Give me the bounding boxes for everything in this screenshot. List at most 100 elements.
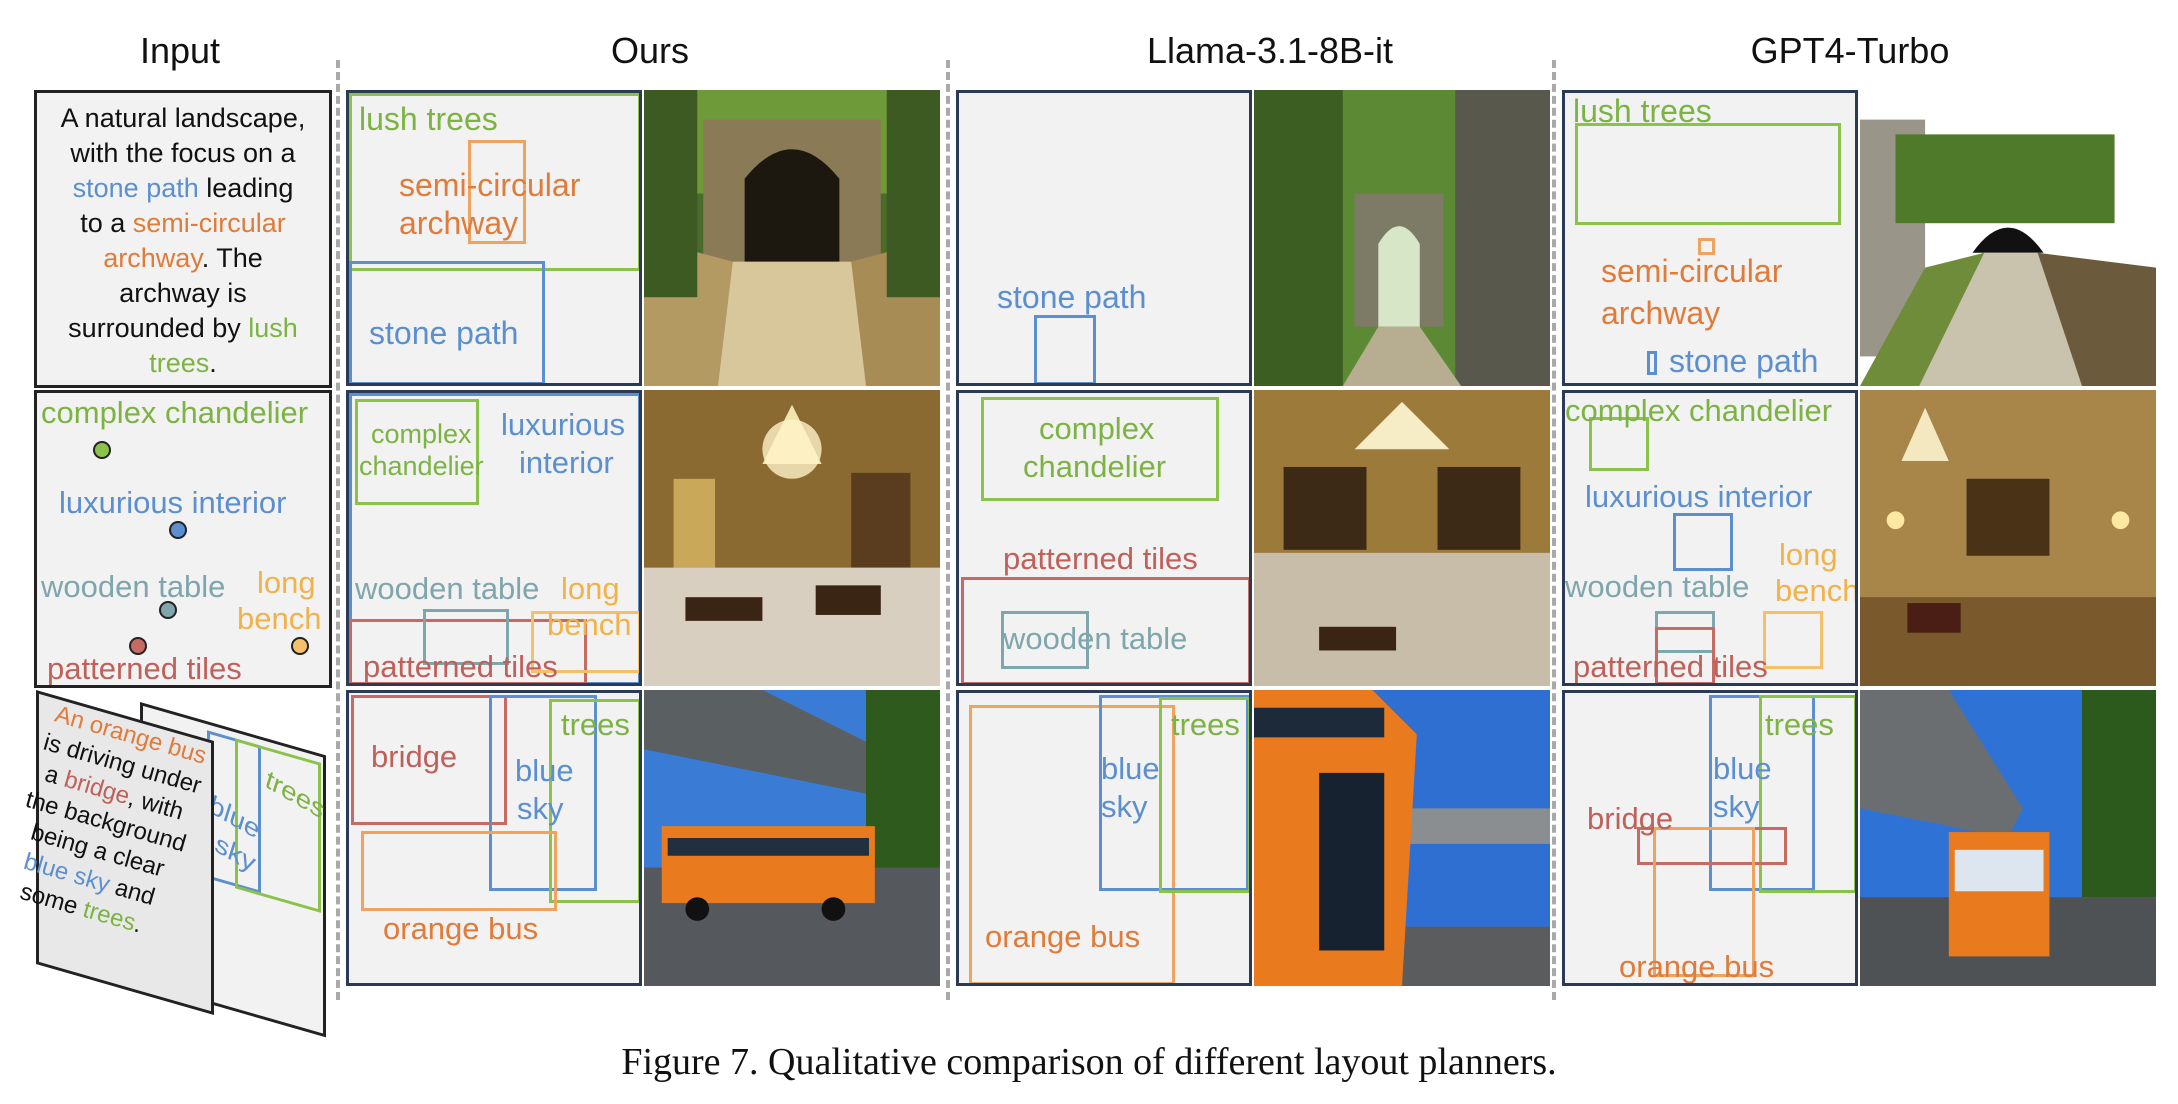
header-ours: Ours	[610, 30, 689, 71]
point-chandelier	[93, 441, 111, 459]
label-long: long	[561, 571, 620, 606]
separator	[1552, 60, 1556, 1000]
generated-image-archway	[1254, 90, 1550, 386]
generated-image-interior	[1254, 390, 1550, 686]
bbox-lush-trees	[1575, 123, 1841, 225]
label-trees: trees	[1765, 707, 1834, 742]
point-interior	[169, 521, 187, 539]
label-wooden-table: wooden table	[1565, 569, 1750, 604]
bbox-tiles	[349, 619, 587, 683]
bbox-tiles	[1655, 627, 1715, 683]
bbox-bridge	[351, 695, 507, 825]
bbox-archway	[1698, 238, 1715, 255]
label-complex-chandelier: complex chandelier	[1565, 393, 1833, 428]
bbox-table	[1001, 611, 1089, 669]
bbox-tiles	[961, 577, 1249, 683]
label-stone-path: stone path	[1669, 343, 1819, 379]
bbox-stone-path	[1034, 315, 1096, 383]
layout-gpt-interior: complex chandelier luxurious interior wo…	[1562, 390, 1858, 686]
label-chandelier: chandelier	[359, 451, 484, 481]
label-sky: sky	[517, 791, 564, 826]
generated-image-bus	[1254, 690, 1550, 986]
bbox-bench	[531, 611, 639, 673]
layout-gpt-landscape: lush trees semi-circular archway stone p…	[1562, 90, 1858, 386]
bbox-table	[423, 609, 509, 665]
generated-image-bus	[1860, 690, 2156, 986]
bbox-interior	[1673, 513, 1733, 571]
label-wooden-table: wooden table	[41, 569, 226, 604]
label-interior: interior	[519, 445, 614, 480]
bbox-blue-sky	[489, 695, 597, 891]
bbox-chandelier	[355, 399, 479, 505]
label-bridge: bridge	[371, 739, 458, 774]
layout-llama-bus: blue sky trees orange bus	[956, 690, 1252, 986]
generated-image-interior	[1860, 390, 2156, 686]
label-archway: archway	[1601, 295, 1721, 331]
label-archway: archway	[399, 205, 519, 241]
label-orange-bus: orange bus	[383, 911, 539, 946]
point-table	[159, 601, 177, 619]
label-chandelier: chandelier	[1023, 449, 1167, 484]
label-semi-circular: semi-circular	[399, 167, 581, 203]
label-patterned-tiles: patterned tiles	[1573, 649, 1768, 684]
label-trees: trees	[561, 707, 630, 742]
label-patterned-tiles: patterned tiles	[47, 651, 242, 686]
label-blue: blue	[1713, 751, 1772, 786]
generated-image-bus	[644, 690, 940, 986]
label-trees: trees	[1171, 707, 1240, 742]
generated-image-archway	[644, 90, 940, 386]
label-sky: sky	[1713, 789, 1760, 824]
input-prompt-bus: An orange bus is driving under a bridge,…	[17, 690, 214, 1016]
bbox-lush-trees	[349, 93, 639, 271]
label-bench: bench	[547, 607, 632, 642]
label-semi-circular: semi-circular	[1601, 253, 1783, 289]
header-gpt: GPT4-Turbo	[1750, 30, 1950, 71]
bbox-orange-bus	[1653, 827, 1755, 977]
separator	[336, 60, 340, 1000]
header-input: Input	[139, 30, 221, 71]
bbox-trees	[1159, 697, 1249, 893]
label-lush-trees: lush trees	[1573, 93, 1712, 129]
label-complex-chandelier: complex chandelier	[41, 395, 309, 430]
label-stone-path: stone path	[997, 279, 1147, 315]
bbox-bench	[1763, 611, 1823, 669]
label-patterned-tiles: patterned tiles	[1003, 541, 1198, 576]
generated-image-interior	[644, 390, 940, 686]
label-long: long	[257, 565, 316, 600]
input-prompt-landscape: A natural landscape, with the focus on a…	[34, 90, 332, 388]
generated-image-archway	[1860, 90, 2156, 386]
label-sky: sky	[1101, 789, 1148, 824]
label-wooden-table: wooden table	[355, 571, 540, 606]
bbox-stone-path	[1647, 351, 1657, 375]
label-bridge: bridge	[1587, 801, 1674, 836]
label-blue: blue	[515, 753, 574, 788]
bbox-chandelier	[1589, 417, 1649, 471]
label-orange-bus: orange bus	[985, 919, 1141, 954]
label-complex: complex	[371, 419, 472, 449]
bbox-archway	[468, 140, 526, 244]
bbox-trees	[549, 699, 639, 903]
bbox-blue-sky	[1099, 695, 1249, 891]
layout-llama-interior: complex chandelier patterned tiles woode…	[956, 390, 1252, 686]
label-luxurious-interior: luxurious interior	[1585, 479, 1813, 514]
label-wooden-table: wooden table	[1003, 621, 1188, 656]
bbox-trees	[1759, 695, 1855, 893]
label-stone-path: stone path	[369, 315, 519, 351]
label-bench: bench	[237, 601, 322, 636]
label-lush-trees: lush trees	[359, 101, 498, 137]
layout-gpt-bus: blue sky trees bridge orange bus	[1562, 690, 1858, 986]
bbox-chandelier	[981, 397, 1219, 501]
bbox-stone-path	[349, 261, 545, 383]
label-luxurious-interior: luxurious interior	[59, 485, 287, 520]
label-blue: blue	[1101, 751, 1160, 786]
label-long: long	[1779, 537, 1838, 572]
point-bench	[291, 637, 309, 655]
bbox-orange-bus	[969, 705, 1175, 983]
layout-ours-bus: bridge blue sky trees orange bus	[346, 690, 642, 986]
label-patterned-tiles: patterned tiles	[363, 649, 558, 684]
layout-ours-landscape: lush trees semi-circular archway stone p…	[346, 90, 642, 386]
label-orange-bus: orange bus	[1619, 949, 1775, 984]
point-tiles	[129, 637, 147, 655]
label-bench: bench	[1775, 573, 1858, 608]
layout-llama-landscape: stone path	[956, 90, 1252, 386]
